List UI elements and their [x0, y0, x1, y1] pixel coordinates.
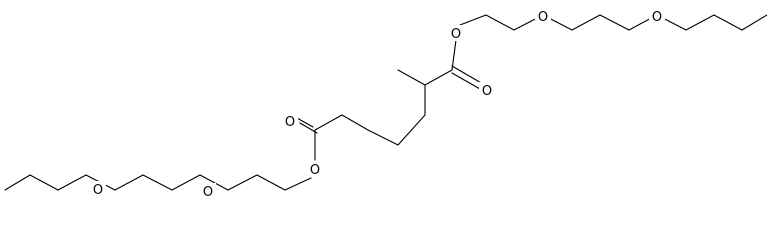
- bond: [142, 174, 173, 191]
- bond: [227, 174, 258, 191]
- bond: [599, 14, 630, 31]
- atom-labels: O O O O O O O: [90, 8, 665, 200]
- oxygen-atom-carbonyl-lower: O: [282, 113, 298, 130]
- bond: [171, 174, 201, 191]
- bond: [4, 174, 31, 191]
- molecule-diagram: O O O O O O O: [4, 8, 767, 200]
- svg-text:O: O: [203, 185, 213, 200]
- oxygen-atom-ester-lower: O: [307, 161, 323, 178]
- bond: [741, 14, 767, 31]
- double-bond-inner: [299, 122, 318, 134]
- bond: [341, 114, 369, 131]
- svg-text:O: O: [93, 183, 103, 198]
- bond: [367, 129, 399, 146]
- bond: [284, 177, 312, 191]
- svg-text:O: O: [285, 115, 295, 130]
- svg-text:O: O: [652, 10, 662, 25]
- oxygen-atom-ether-upper-2: O: [649, 8, 665, 25]
- oxygen-atom-ester-upper: O: [448, 25, 464, 42]
- svg-text:O: O: [310, 163, 320, 178]
- bond: [397, 114, 426, 146]
- structure-svg: O O O O O O O: [4, 8, 767, 200]
- bond: [57, 174, 87, 191]
- bond: [571, 14, 601, 31]
- double-bond-outer: [296, 117, 314, 128]
- bond: [485, 14, 515, 31]
- bond: [459, 14, 487, 26]
- bond: [256, 174, 286, 191]
- bond: [397, 69, 426, 86]
- bond: [685, 14, 715, 31]
- svg-text:O: O: [538, 10, 548, 25]
- bond: [314, 114, 343, 131]
- double-bond-outer: [451, 65, 484, 85]
- svg-text:O: O: [482, 84, 492, 99]
- oxygen-atom-ether-lower-1: O: [200, 183, 216, 200]
- bond: [114, 174, 144, 191]
- oxygen-atom-carbonyl-upper: O: [479, 82, 495, 99]
- bond: [199, 174, 229, 191]
- bonds: [4, 14, 767, 191]
- bond: [29, 174, 59, 191]
- bond: [424, 69, 453, 86]
- oxygen-atom-ether-lower-2: O: [90, 181, 106, 198]
- double-bond-inner: [451, 72, 481, 90]
- svg-text:O: O: [451, 27, 461, 42]
- oxygen-atom-ether-upper-1: O: [535, 8, 551, 25]
- bond: [713, 14, 743, 31]
- bond: [451, 39, 457, 71]
